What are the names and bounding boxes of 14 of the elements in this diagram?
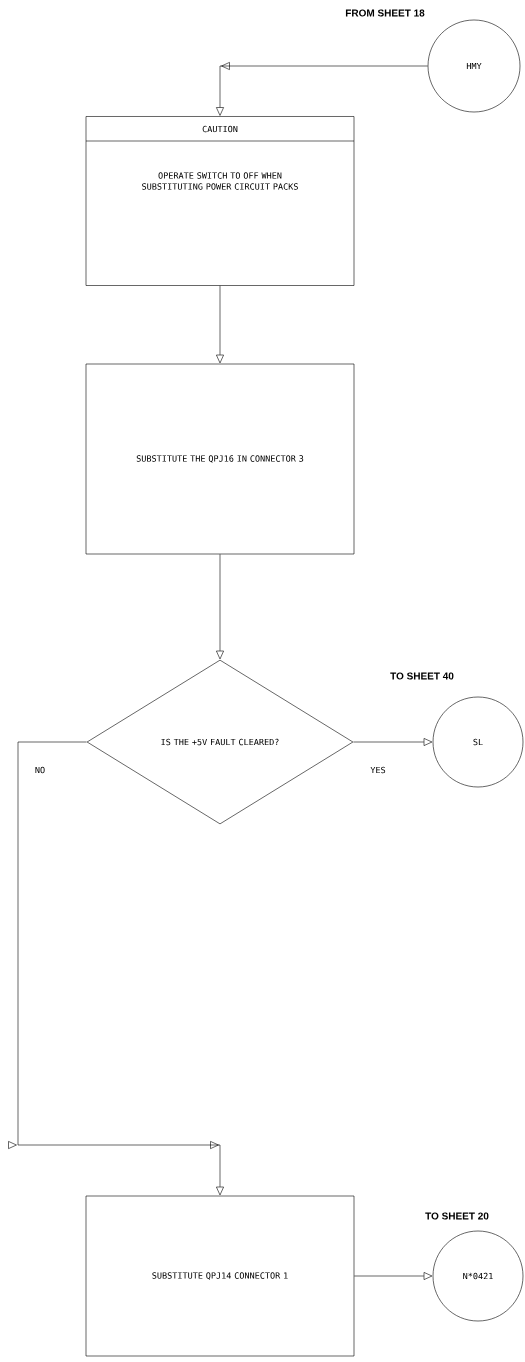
caution-box: CAUTION OPERATE SWITCH TO OFF WHEN SUBSTITUTING POWER CIRCUIT PACKS <box>85 116 355 286</box>
arrow <box>216 62 428 116</box>
sheet-reference: TO SHEET 40 <box>390 672 454 680</box>
sheet-reference: TO SHEET 20 <box>425 1212 489 1220</box>
process-box: SUBSTITUTE QPJ14 CONNECTOR 1 <box>85 1195 355 1357</box>
sheet-reference: FROM SHEET 18 <box>345 9 425 17</box>
arrow <box>216 285 224 364</box>
arrow <box>353 738 433 746</box>
process-box: SUBSTITUTE THE QPJ16 IN CONNECTOR 3 <box>85 363 355 555</box>
arrow <box>8 741 224 1196</box>
arrow <box>216 554 224 660</box>
edge-label: YES <box>370 766 386 774</box>
edge-label: NO <box>35 766 45 774</box>
arrow <box>354 1272 433 1280</box>
